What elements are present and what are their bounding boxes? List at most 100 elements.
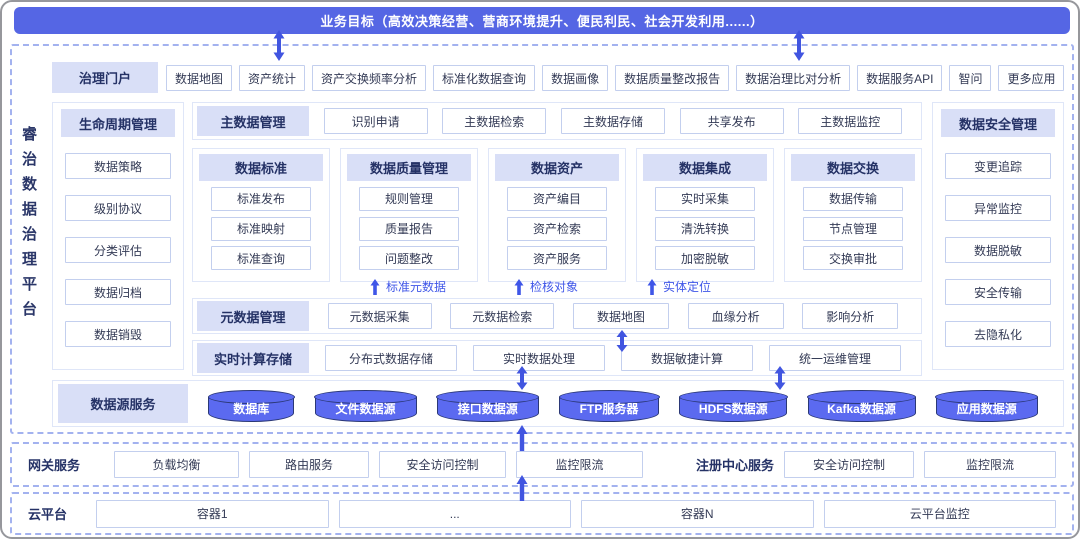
portal-item: 数据服务API [857,65,943,91]
up-down-arrow-icon [273,30,285,61]
column-item: 标准发布 [211,186,311,211]
up-arrow-icon [647,278,657,295]
portal-item: 资产交换频率分析 [312,65,427,91]
datasource-item: HDFS数据源 [698,401,768,416]
gateway-item: 监控限流 [516,451,643,478]
master-data-items: 识别申请 主数据检索 主数据存储 共享发布 主数据监控 [309,108,917,134]
security-item: 去隐私化 [945,321,1051,347]
lifecycle-item: 数据策略 [65,153,171,179]
up-arrow-icon [514,278,524,295]
column-item: 数据传输 [803,186,903,211]
master-data-row: 主数据管理 识别申请 主数据检索 主数据存储 共享发布 主数据监控 [192,102,922,140]
column-header: 数据资产 [495,154,619,181]
realtime-row: 实时计算存储 分布式数据存储 实时数据处理 数据敏捷计算 统一运维管理 [192,340,922,376]
up-down-arrow-icon [774,366,786,390]
security-item: 异常监控 [945,195,1051,221]
master-data-item: 识别申请 [323,108,428,134]
realtime-items: 分布式数据存储 实时数据处理 数据敏捷计算 统一运维管理 [309,345,917,371]
datasource-row: 数据源服务 数据库 文件数据源 接口数据源 FTP服务器 HDFS数据源 Kaf… [52,380,1064,427]
data-quality-column: 数据质量管理 规则管理 质量报告 问题整改 [340,148,478,282]
lifecycle-item: 级别协议 [65,195,171,221]
master-data-item: 主数据存储 [560,108,665,134]
datasource-item: 数据库 [233,401,270,416]
column-item: 资产编目 [507,186,607,211]
realtime-item: 数据敏捷计算 [621,345,753,371]
metadata-item: 血缘分析 [687,303,784,329]
column-item: 清洗转换 [655,216,755,241]
lifecycle-items: 数据策略 级别协议 分类评估 数据归档 数据销毁 [61,137,175,363]
portal-item: 数据质量整改报告 [615,65,730,91]
column-item: 实时采集 [655,186,755,211]
platform-vertical-title: 睿治数据治理平台 [20,126,37,326]
datasource-item: 应用数据源 [956,401,1017,416]
flow-labels-row: 标准元数据 检核对象 实体定位 [192,278,922,296]
cloud-platform-box: 云平台 容器1 ... 容器N 云平台监控 [10,492,1074,535]
up-arrow-icon [370,278,380,295]
registry-section-label: 注册中心服务 [695,458,774,473]
up-down-arrow-icon [616,330,628,352]
database-cylinder-icon: FTP服务器 [558,389,660,422]
security-panel: 数据安全管理 变更追踪 异常监控 数据脱敏 安全传输 去隐私化 [932,102,1064,370]
realtime-item: 统一运维管理 [769,345,901,371]
column-item: 加密脱敏 [655,246,755,271]
database-cylinder-icon: 数据库 [207,389,295,422]
security-section-label: 数据安全管理 [941,109,1055,137]
up-arrow-icon [516,425,528,451]
up-down-arrow-icon [793,30,805,61]
realtime-item: 分布式数据存储 [325,345,457,371]
metadata-item: 元数据检索 [450,303,555,329]
portal-item: 更多应用 [998,65,1065,91]
portal-item: 标准化数据查询 [433,65,536,91]
column-header: 数据标准 [199,154,323,181]
datasource-item: 接口数据源 [457,401,518,416]
metadata-items: 元数据采集 元数据检索 数据地图 血缘分析 影响分析 [309,303,917,329]
column-item: 标准查询 [211,246,311,271]
column-item: 问题整改 [359,246,459,271]
flow-label-group: 检核对象 [514,278,578,295]
datasource-items: 数据库 文件数据源 接口数据源 FTP服务器 HDFS数据源 Kafka数据源 … [188,386,1058,422]
column-item: 节点管理 [803,216,903,241]
metadata-item: 元数据采集 [327,303,432,329]
security-item: 变更追踪 [945,153,1051,179]
datasource-item: Kafka数据源 [827,401,896,416]
registry-item: 监控限流 [924,451,1056,478]
flow-label: 实体定位 [663,280,712,294]
metadata-section-label: 元数据管理 [197,301,309,331]
capability-columns: 数据标准 标准发布 标准映射 标准查询 数据质量管理 规则管理 质量报告 问题整… [192,148,922,282]
realtime-section-label: 实时计算存储 [197,343,309,373]
column-header: 数据质量管理 [347,154,471,181]
security-items: 变更追踪 异常监控 数据脱敏 安全传输 去隐私化 [941,137,1055,363]
lifecycle-item: 分类评估 [65,237,171,263]
datasource-item: FTP服务器 [579,401,639,416]
data-asset-column: 数据资产 资产编目 资产检索 资产服务 [488,148,626,282]
datasource-item: 文件数据源 [335,401,396,416]
cloud-item: ... [338,499,571,528]
data-integration-column: 数据集成 实时采集 清洗转换 加密脱敏 [636,148,774,282]
column-header: 数据集成 [643,154,767,181]
column-item: 资产检索 [507,216,607,241]
gateway-item: 路由服务 [249,451,369,478]
master-data-item: 共享发布 [679,108,784,134]
portal-section-label: 治理门户 [52,62,158,93]
cloud-item: 容器1 [96,499,329,528]
flow-label-group: 标准元数据 [370,278,446,295]
database-cylinder-icon: Kafka数据源 [807,389,916,422]
cloud-item: 云平台监控 [823,499,1056,528]
platform-container [10,44,1074,434]
cloud-item: 容器N [581,499,814,528]
security-item: 数据脱敏 [945,237,1051,263]
column-item: 质量报告 [359,216,459,241]
master-data-item: 主数据检索 [442,108,547,134]
column-item: 资产服务 [507,246,607,271]
database-cylinder-icon: HDFS数据源 [678,389,788,422]
master-data-item: 主数据监控 [798,108,903,134]
lifecycle-item: 数据销毁 [65,321,171,347]
column-item: 标准映射 [211,216,311,241]
column-header: 数据交换 [791,154,915,181]
gateway-box: 网关服务 负载均衡 路由服务 安全访问控制 监控限流 注册中心服务 安全访问控制… [10,442,1074,487]
database-cylinder-icon: 文件数据源 [314,389,417,422]
lifecycle-panel: 生命周期管理 数据策略 级别协议 分类评估 数据归档 数据销毁 [52,102,184,370]
lifecycle-item: 数据归档 [65,279,171,305]
data-standard-column: 数据标准 标准发布 标准映射 标准查询 [192,148,330,282]
